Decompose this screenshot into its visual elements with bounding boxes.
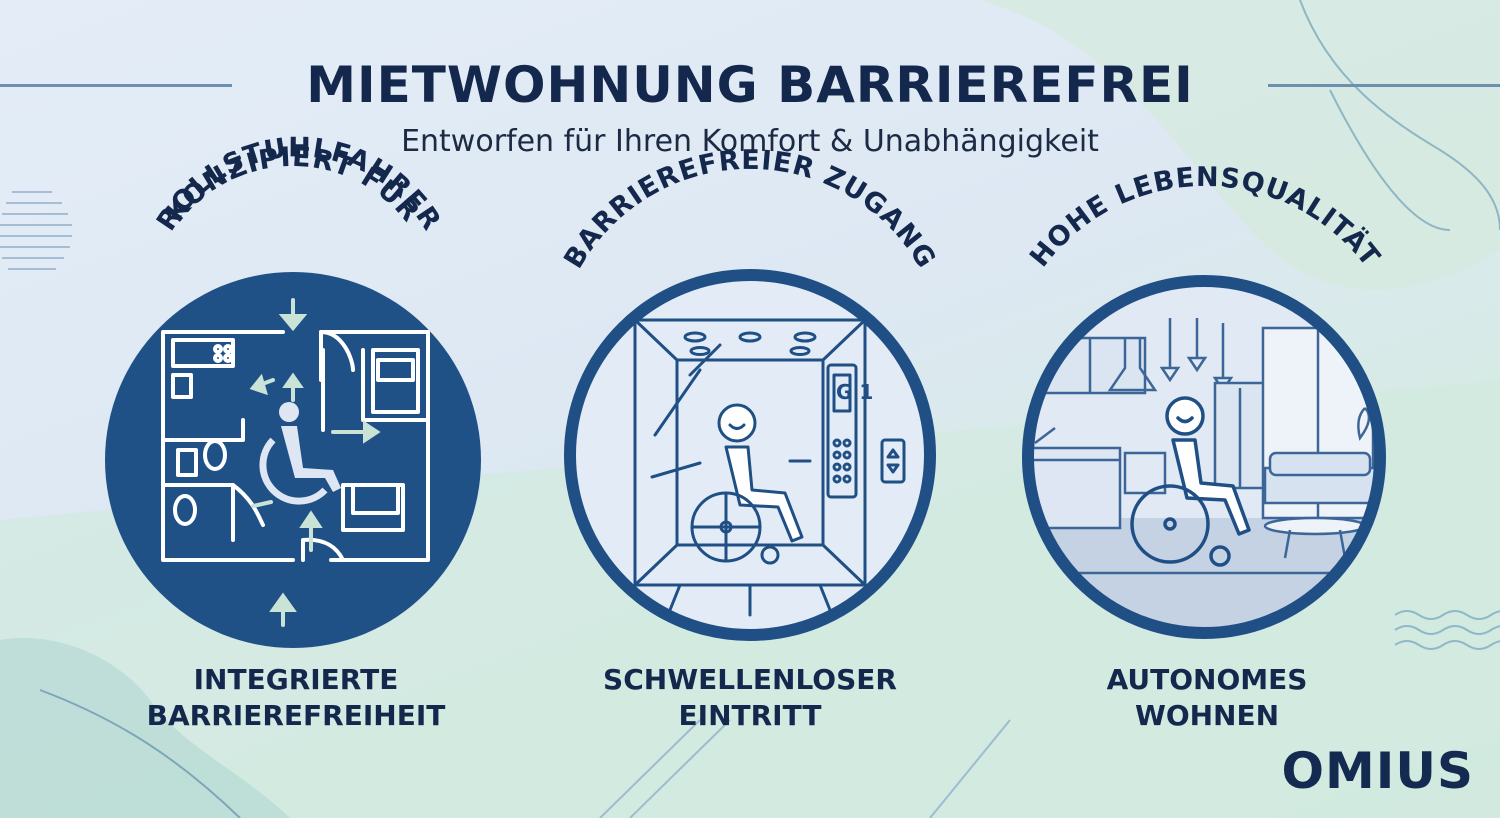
- feature-label-1-line1: INTEGRIERTE: [193, 663, 399, 696]
- feature-label-1-line2: BARRIEREFREIHEIT: [146, 699, 446, 732]
- feature-label-2-line2: EINTRITT: [678, 699, 822, 732]
- brand-logo: OMIUS: [1281, 742, 1474, 800]
- elevator-illustration: G 1: [564, 269, 936, 641]
- page-subtitle: Entworfen für Ihren Komfort & Unabhängig…: [401, 124, 1099, 159]
- feature-label-3: AUTONOMES WOHNEN: [997, 662, 1417, 734]
- page-title: MIETWOHNUNG BARRIEREFREI: [306, 56, 1194, 114]
- elevator-display: G 1: [836, 380, 873, 404]
- floor-plan-illustration: [105, 272, 481, 648]
- living-room-illustration: [1022, 275, 1386, 639]
- arc-heading-3: HOHE LEBENSQUALITÄT: [1024, 162, 1386, 273]
- arc-heading-2: BARRIEREFREIER ZUGANG: [558, 145, 942, 274]
- feature-label-3-line2: WOHNEN: [1134, 699, 1280, 732]
- feature-label-2-line1: SCHWELLENLOSER: [603, 663, 897, 696]
- title-rule-left: [0, 84, 232, 87]
- title-rule-right: [1268, 84, 1500, 87]
- feature-label-2: SCHWELLENLOSER EINTRITT: [540, 662, 960, 734]
- feature-label-1: INTEGRIERTE BARRIEREFREIHEIT: [86, 662, 506, 734]
- feature-label-3-line1: AUTONOMES: [1106, 663, 1308, 696]
